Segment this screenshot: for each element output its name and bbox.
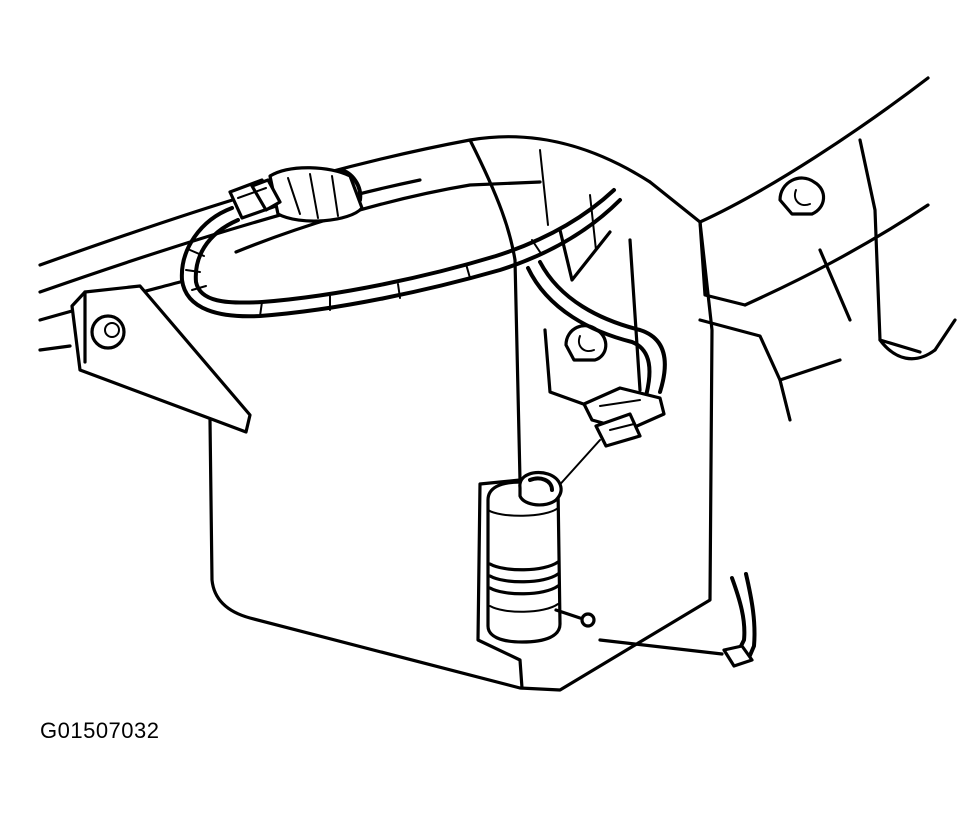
- washer-hose: [722, 572, 757, 668]
- bracket-bolt: [90, 314, 126, 350]
- washer-pump: [486, 470, 596, 644]
- right-inner-fender: [564, 76, 957, 422]
- reservoir-fill-cap: [268, 166, 364, 223]
- level-sensor-connector: [228, 178, 282, 220]
- figure-code: G01507032: [40, 718, 160, 743]
- wiring-harness: [179, 188, 667, 398]
- pump-connector: [582, 386, 666, 448]
- connector-leader-line: [554, 439, 601, 491]
